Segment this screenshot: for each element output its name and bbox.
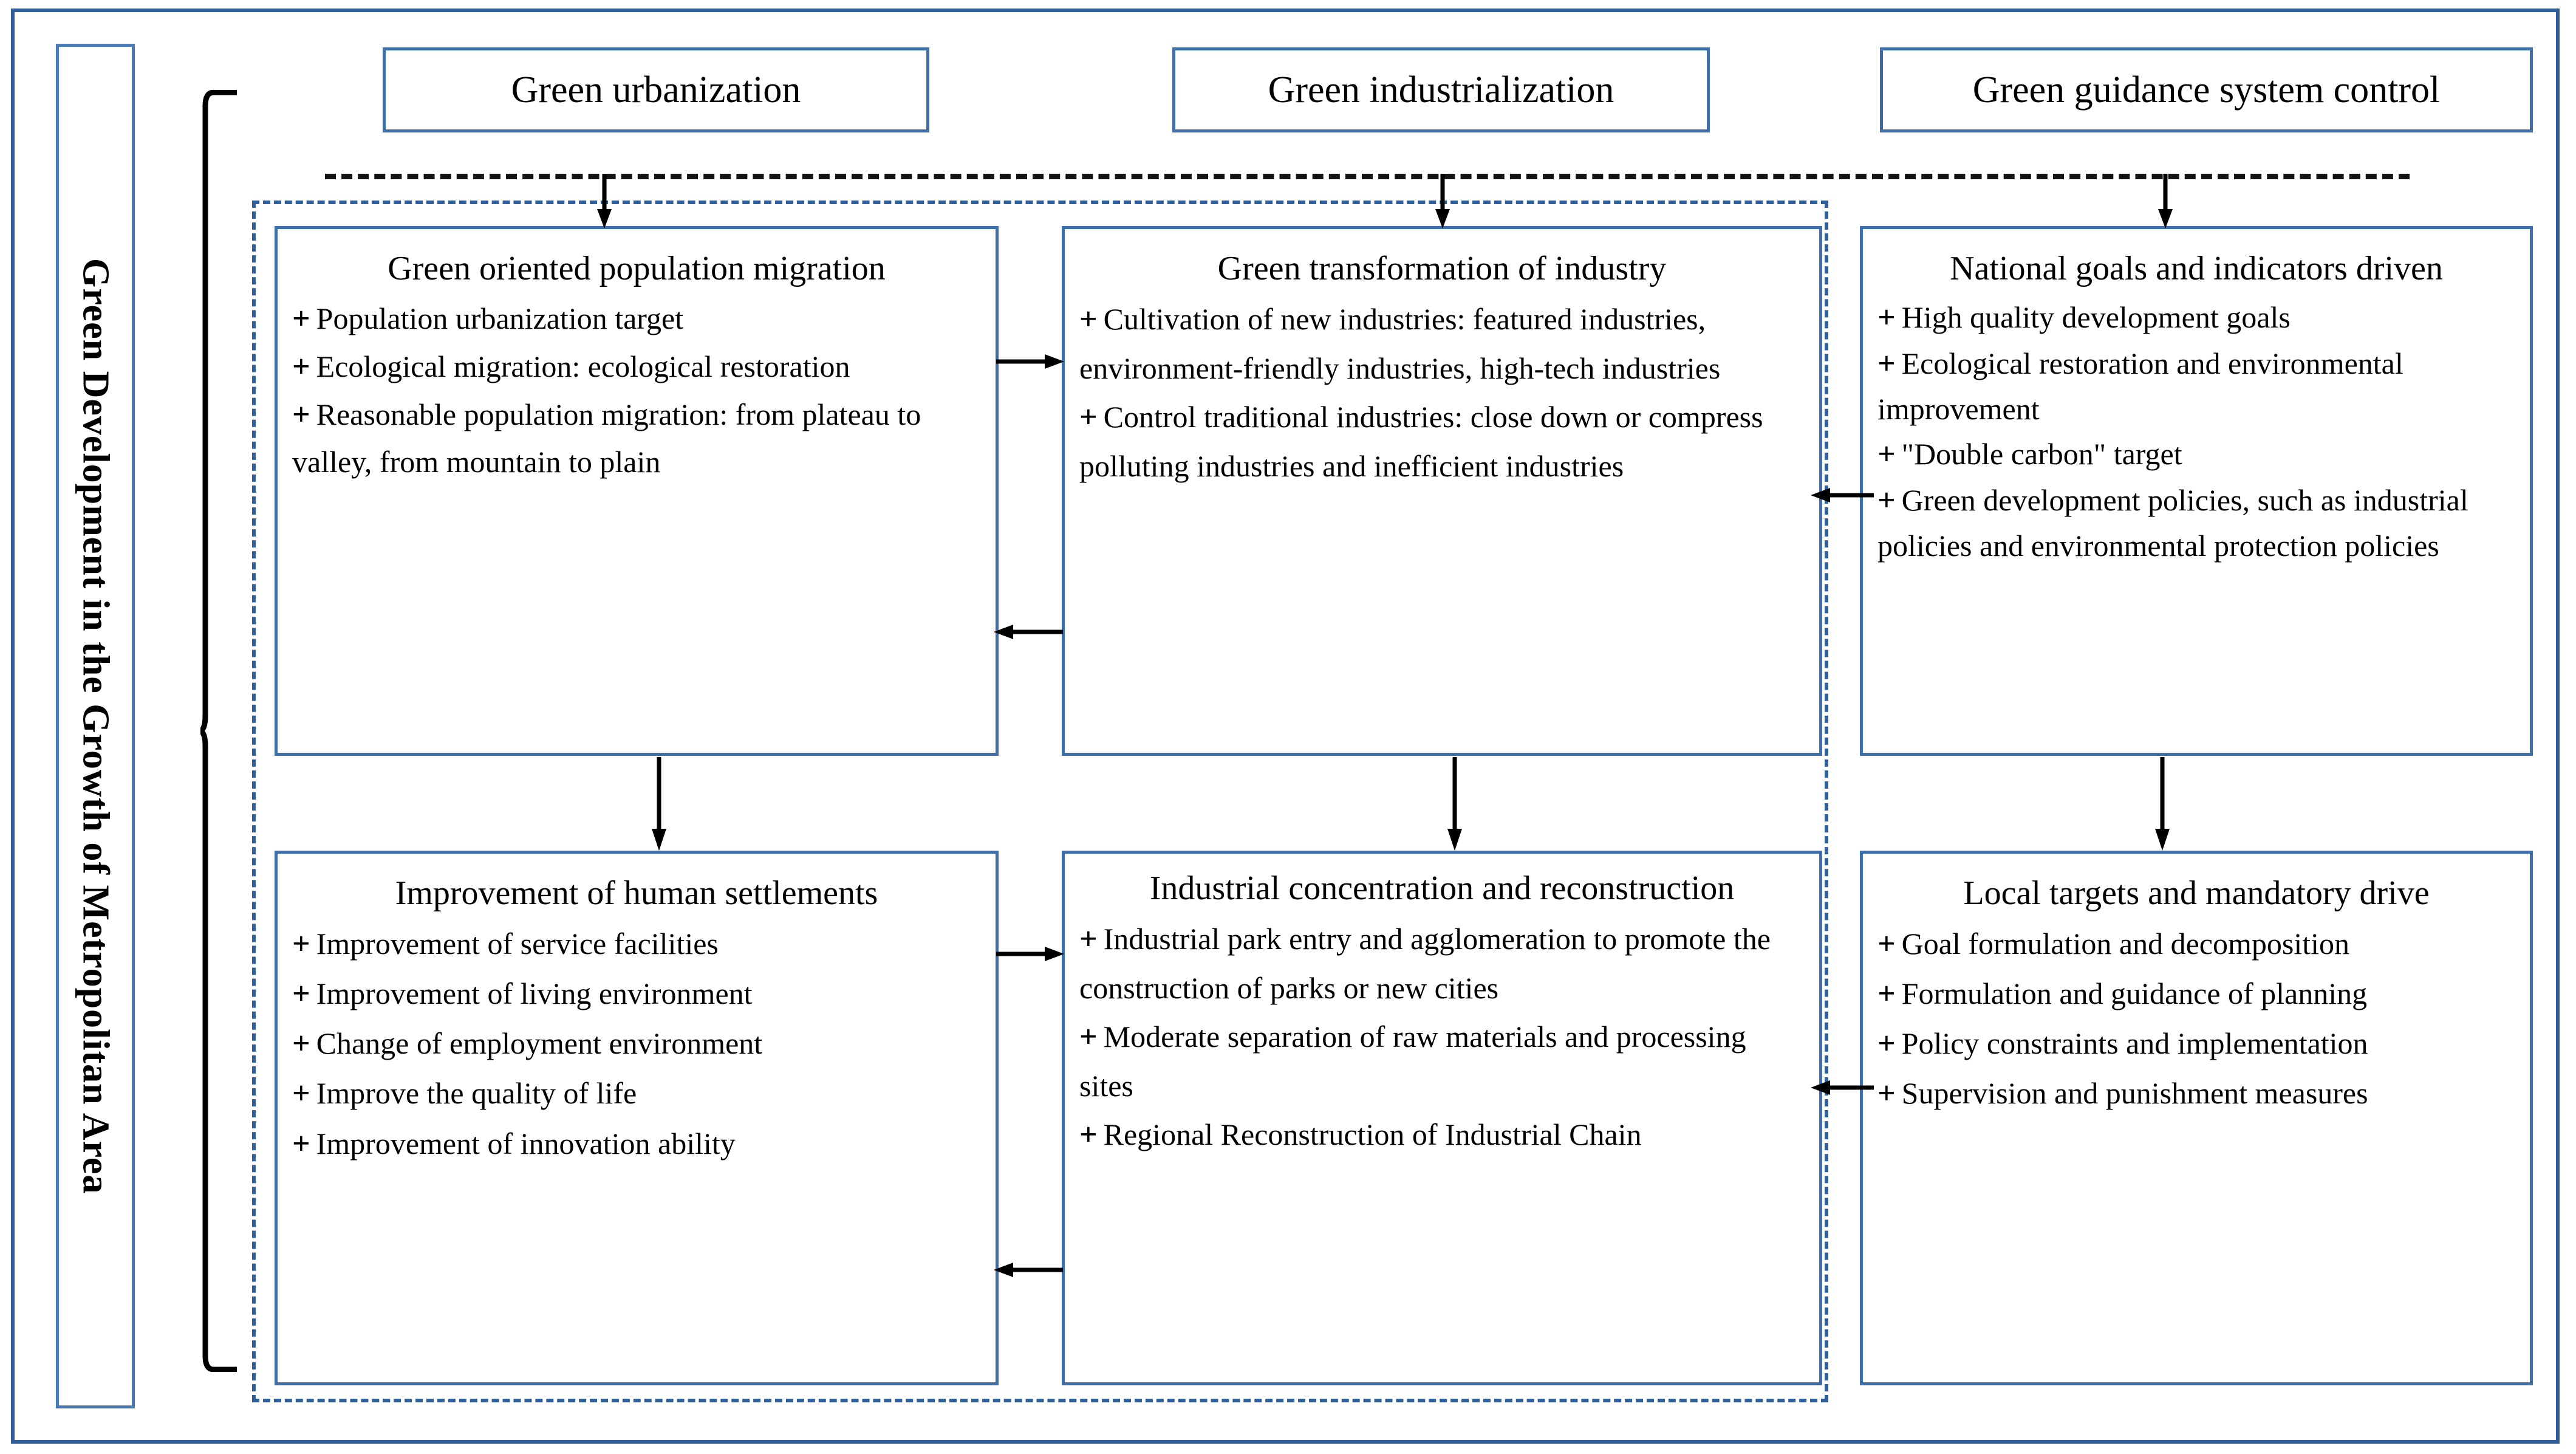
list-item: +Improvement of service facilities — [292, 919, 981, 969]
list-item-text: Cultivation of new industries: featured … — [1079, 302, 1721, 386]
list-item: +Population urbanization target — [292, 295, 981, 343]
list-item-text: Population urbanization target — [316, 301, 684, 335]
arrow-right-r1c1-to-r1c2 — [996, 349, 1069, 374]
list-item: +Policy constraints and implementation — [1877, 1019, 2515, 1069]
plus-icon: + — [1877, 482, 1896, 518]
header-box-green-urbanization[interactable]: Green urbanization — [383, 47, 929, 132]
header-box-green-industrialization[interactable]: Green industrialization — [1172, 47, 1710, 132]
list-item: +Goal formulation and decomposition — [1877, 919, 2515, 969]
list-item: +Improvement of innovation ability — [292, 1119, 981, 1169]
grouping-dashed-box — [252, 201, 1828, 1402]
header-label: Green industrialization — [1268, 69, 1614, 111]
group-bracket — [193, 89, 238, 1373]
list-item-text: Improvement of innovation ability — [316, 1126, 736, 1161]
plus-icon: + — [1079, 1020, 1098, 1055]
list-item: +Improvement of living environment — [292, 969, 981, 1019]
list-item: +Ecological migration: ecological restor… — [292, 343, 981, 391]
arrow-down-r1c2-to-r2c2 — [1443, 757, 1467, 853]
list-item-text: Moderate separation of raw materials and… — [1079, 1020, 1746, 1103]
list-item: +Industrial park entry and agglomeration… — [1079, 914, 1805, 1012]
header-label: Green guidance system control — [1972, 69, 2441, 111]
box-title: Improvement of human settlements — [395, 874, 878, 912]
list-item: +Regional Reconstruction of Industrial C… — [1079, 1110, 1805, 1160]
plus-icon: + — [1079, 302, 1098, 337]
list-item-text: Industrial park entry and agglomeration … — [1079, 922, 1771, 1006]
plus-icon: + — [1079, 400, 1098, 435]
plus-icon: + — [292, 1076, 310, 1111]
plus-icon: + — [1877, 1076, 1896, 1111]
list-item-text: Reasonable population migration: from pl… — [292, 397, 921, 479]
list-item: +Moderate separation of raw materials an… — [1079, 1012, 1805, 1110]
list-item: +Control traditional industries: close d… — [1079, 393, 1805, 490]
plus-icon: + — [1079, 922, 1098, 956]
box-title: National goals and indicators driven — [1950, 250, 2443, 287]
plus-icon: + — [292, 927, 310, 961]
list-item-text: Supervision and punishment measures — [1901, 1076, 2368, 1111]
list-item: +Change of employment environment — [292, 1019, 981, 1069]
header-label: Green urbanization — [511, 69, 801, 111]
plus-icon: + — [1877, 346, 1896, 381]
list-item: +Cultivation of new industries: featured… — [1079, 295, 1805, 393]
list-item: +Formulation and guidance of planning — [1877, 969, 2515, 1019]
list-item: +Improve the quality of life — [292, 1069, 981, 1119]
arrow-down-header-to-col3 — [2153, 174, 2178, 230]
list-item-text: Control traditional industries: close do… — [1079, 400, 1763, 484]
box-green-oriented-population-migration[interactable]: Green oriented population migration +Pop… — [275, 226, 999, 756]
plus-icon: + — [292, 349, 310, 385]
list-item: +High quality development goals — [1877, 295, 2515, 341]
list-item-text: Formulation and guidance of planning — [1901, 976, 2368, 1011]
list-item: +Ecological restoration and environmenta… — [1877, 341, 2515, 431]
list-item-text: Green development policies, such as indu… — [1877, 482, 2468, 563]
arrow-down-r1c3-to-r2c3 — [2150, 757, 2175, 853]
list-item-text: Change of employment environment — [316, 1026, 763, 1061]
arrow-left-r2c2-to-r2c1 — [990, 1258, 1063, 1282]
box-green-transformation-of-industry[interactable]: Green transformation of industry +Cultiv… — [1062, 226, 1822, 756]
box-title: Local targets and mandatory drive — [1963, 874, 2430, 912]
list-item: +Green development policies, such as ind… — [1877, 478, 2515, 568]
arrow-left-r1c2-to-r1c1 — [990, 620, 1063, 644]
plus-icon: + — [1877, 927, 1896, 961]
vertical-title-label: Green Development in the Growth of Metro… — [75, 258, 117, 1195]
outer-frame — [11, 9, 2560, 1444]
plus-icon: + — [292, 397, 310, 433]
list-item: +"Double carbon" target — [1877, 431, 2515, 478]
box-improvement-of-human-settlements[interactable]: Improvement of human settlements +Improv… — [275, 851, 999, 1385]
plus-icon: + — [1877, 436, 1896, 472]
list-item-text: "Double carbon" target — [1901, 436, 2182, 471]
list-item-text: High quality development goals — [1901, 300, 2291, 334]
plus-icon: + — [292, 1126, 310, 1161]
flow-dashed-line — [325, 174, 2410, 179]
list-item-text: Regional Reconstruction of Industrial Ch… — [1103, 1117, 1642, 1152]
box-local-targets-and-mandatory-drive[interactable]: Local targets and mandatory drive +Goal … — [1860, 851, 2533, 1385]
plus-icon: + — [1877, 976, 1896, 1012]
list-item: +Reasonable population migration: from p… — [292, 391, 981, 485]
list-item-text: Policy constraints and implementation — [1901, 1026, 2368, 1061]
box-title: Industrial concentration and reconstruct… — [1149, 869, 1735, 907]
list-item-text: Ecological migration: ecological restora… — [316, 349, 850, 384]
arrow-down-r1c1-to-r2c1 — [647, 757, 671, 853]
plus-icon: + — [292, 1026, 310, 1061]
header-box-green-guidance-system-control[interactable]: Green guidance system control — [1880, 47, 2533, 132]
plus-icon: + — [292, 976, 310, 1012]
plus-icon: + — [1079, 1117, 1098, 1153]
list-item-text: Improve the quality of life — [316, 1076, 637, 1111]
list-item: +Supervision and punishment measures — [1877, 1069, 2515, 1119]
arrow-down-header-to-col1 — [592, 174, 617, 230]
vertical-title-box: Green Development in the Growth of Metro… — [56, 44, 135, 1408]
arrow-down-header-to-col2 — [1430, 174, 1455, 230]
box-title: Green oriented population migration — [388, 250, 886, 287]
plus-icon: + — [1877, 1026, 1896, 1061]
list-item-text: Improvement of living environment — [316, 976, 753, 1011]
plus-icon: + — [292, 301, 310, 336]
box-title: Green transformation of industry — [1217, 250, 1667, 287]
arrow-left-r2c3-to-r2c2 — [1807, 1075, 1874, 1100]
box-national-goals-and-indicators-driven[interactable]: National goals and indicators driven +Hi… — [1860, 226, 2533, 756]
arrow-left-r1c3-to-r1c2 — [1807, 483, 1874, 507]
arrow-right-r2c1-to-r2c2 — [996, 942, 1069, 966]
plus-icon: + — [1877, 300, 1896, 335]
list-item-text: Ecological restoration and environmental… — [1877, 346, 2403, 426]
list-item-text: Goal formulation and decomposition — [1901, 927, 2349, 961]
list-item-text: Improvement of service facilities — [316, 927, 719, 961]
box-industrial-concentration-and-reconstruction[interactable]: Industrial concentration and reconstruct… — [1062, 851, 1822, 1385]
